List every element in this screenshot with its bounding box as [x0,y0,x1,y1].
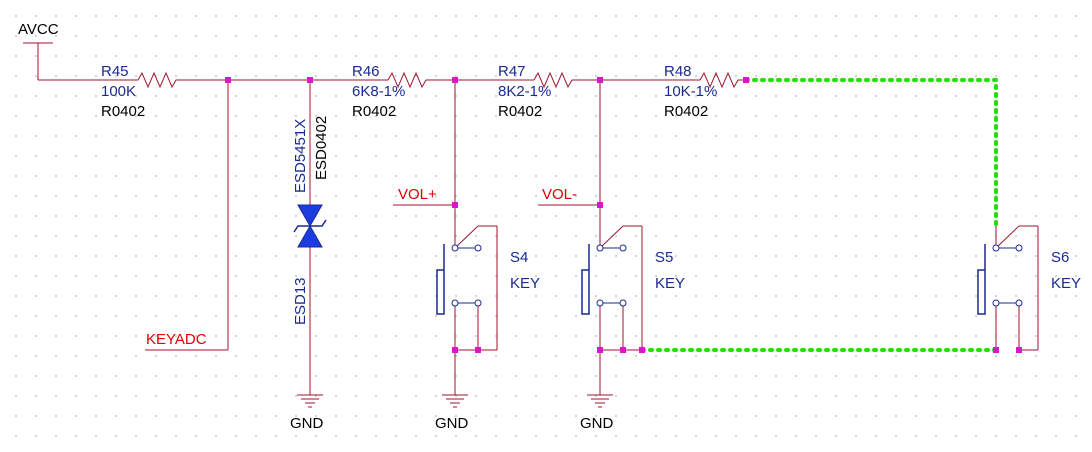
avcc-power-port[interactable]: AVCC [18,21,59,80]
resistor-r45[interactable]: R45 100K R0402 [101,63,183,120]
r45-value: 100K [101,83,136,100]
r47-ref: R47 [498,63,526,80]
r48-ref: R48 [664,63,692,80]
gnd-symbol-s5: GND [580,394,614,432]
keyadc-net[interactable]: KEYADC [145,80,229,351]
r46-value: 6K8-1% [352,83,405,100]
esd-footprint: ESD0402 [313,116,330,180]
s5-ref: S5 [655,249,673,266]
gnd-label-s5: GND [580,415,614,432]
r48-value: 10K-1% [664,83,717,100]
s6-value: KEY [1051,275,1081,292]
s5-value: KEY [655,275,685,292]
gnd-label-esd: GND [290,415,324,432]
r46-footprint: R0402 [352,103,396,120]
gnd-label-s4: GND [435,415,469,432]
keyadc-label: KEYADC [146,331,207,348]
r47-value: 8K2-1% [498,83,551,100]
r45-footprint: R0402 [101,103,145,120]
r47-footprint: R0402 [498,103,542,120]
switch-s6[interactable]: S6 KEY [977,225,1081,351]
r45-ref: R45 [101,63,129,80]
s4-value: KEY [510,275,540,292]
esd-ref: ESD13 [292,277,309,325]
volminus-net[interactable]: VOL- [538,186,600,206]
resistor-r48[interactable]: R48 10K-1% R0402 [664,63,745,120]
volplus-label: VOL+ [398,186,437,203]
r46-ref: R46 [352,63,380,80]
volminus-label: VOL- [542,186,577,203]
volplus-net[interactable]: VOL+ [393,186,455,206]
gnd-symbol-esd: GND [290,394,324,432]
gnd-symbol-s4: GND [435,394,469,432]
resistor-r47[interactable]: R47 8K2-1% R0402 [498,63,579,120]
avcc-label: AVCC [18,21,59,38]
resistor-r46[interactable]: R46 6K8-1% R0402 [352,63,433,120]
esd-part: ESD5451X [292,119,309,193]
junction-dots [225,77,1022,353]
r48-footprint: R0402 [664,103,708,120]
s4-ref: S4 [510,249,528,266]
s6-ref: S6 [1051,249,1069,266]
esd-diode-esd13[interactable]: ESD5451X ESD0402 ESD13 [292,80,330,395]
highlighted-net[interactable] [640,78,998,352]
